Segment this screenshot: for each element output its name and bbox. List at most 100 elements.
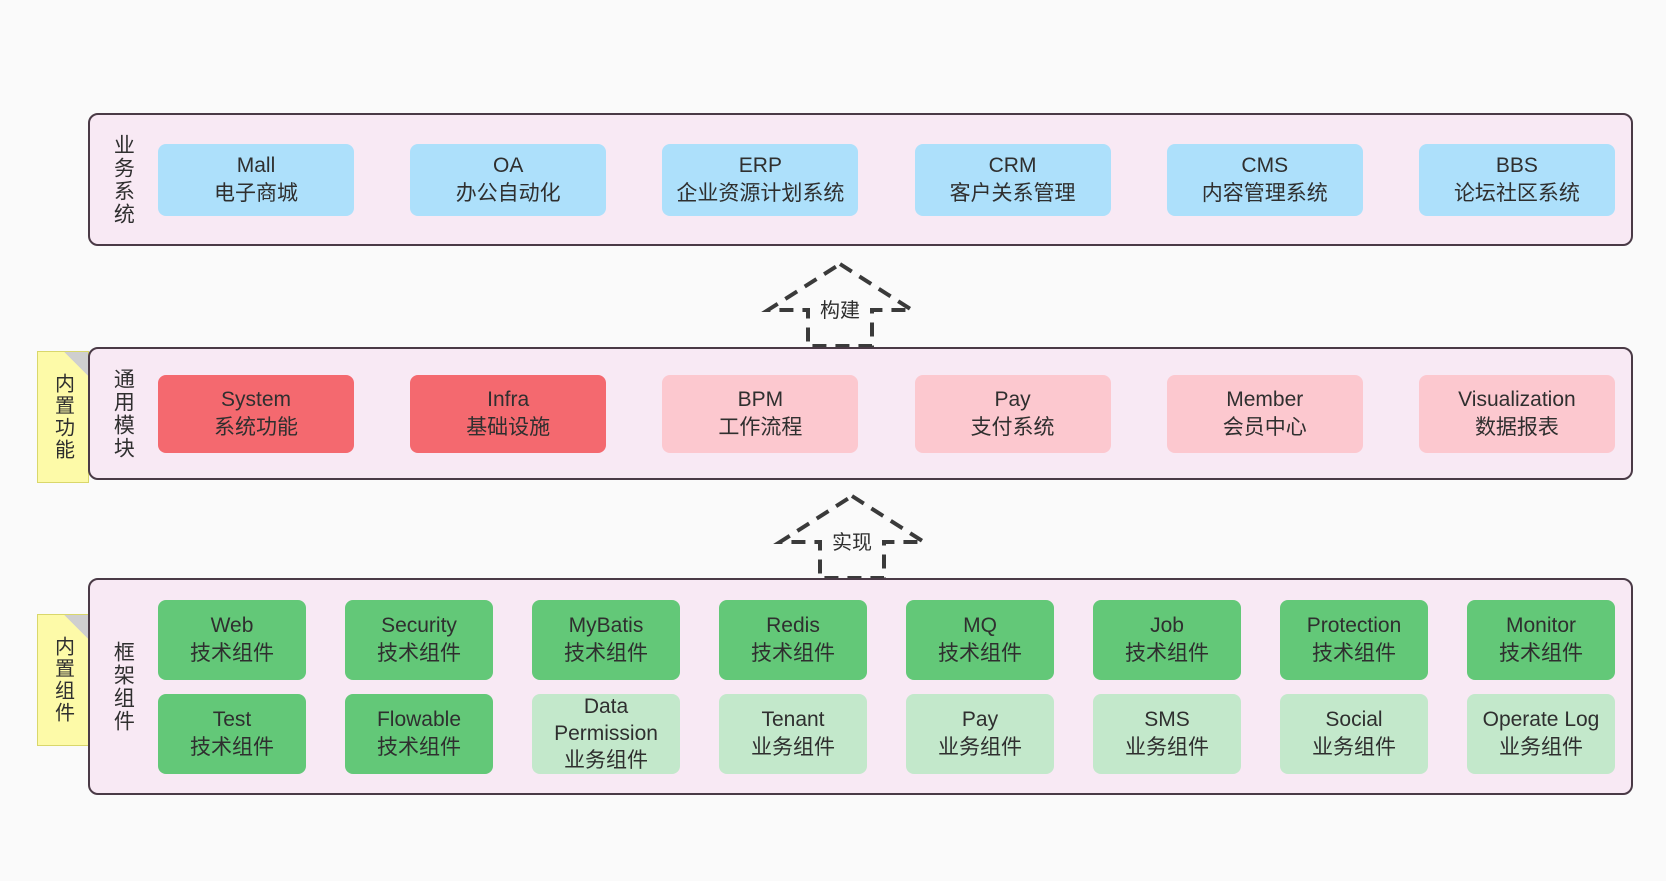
card-title: CMS (1241, 154, 1289, 178)
card-title: System (220, 388, 291, 412)
card-tenant[interactable]: Tenant 业务组件 (719, 693, 867, 774)
note-built-in-functions: 内置功能 (37, 351, 89, 483)
card-subtitle: 技术组件 (377, 735, 461, 759)
note-label: 内置组件 (51, 636, 74, 724)
card-title: Tenant (761, 708, 825, 732)
card-subtitle: 技术组件 (1125, 641, 1209, 665)
card-subtitle: 支付系统 (970, 415, 1055, 439)
card-row: System 系统功能 Infra 基础设施 BPM 工作流程 Pay 支付系统… (158, 374, 1615, 453)
card-mybatis[interactable]: MyBatis 技术组件 (532, 599, 680, 680)
card-title: OA (493, 154, 524, 178)
note-label: 内置功能 (51, 373, 74, 461)
layer-title-business-systems: 业务系统 (111, 133, 135, 226)
card-infra[interactable]: Infra 基础设施 (410, 374, 607, 453)
card-flowable[interactable]: Flowable 技术组件 (345, 693, 493, 774)
card-subtitle: 数据报表 (1474, 415, 1559, 439)
card-title: Social (1325, 708, 1383, 732)
card-erp[interactable]: ERP 企业资源计划系统 (662, 143, 859, 216)
card-subtitle: 技术组件 (1499, 641, 1583, 665)
card-subtitle: 系统功能 (214, 415, 298, 439)
card-title: Flowable (376, 708, 462, 732)
card-title: Redis (766, 614, 820, 638)
card-test[interactable]: Test 技术组件 (158, 693, 306, 774)
card-job[interactable]: Job 技术组件 (1093, 599, 1241, 680)
card-subtitle: 会员中心 (1222, 415, 1307, 439)
card-subtitle: 业务组件 (938, 735, 1022, 759)
layer-framework-components: 框架组件 Web 技术组件 Security 技术组件 MyBatis 技术组件… (88, 578, 1633, 795)
card-sms[interactable]: SMS 业务组件 (1093, 693, 1241, 774)
card-title: Visualization (1458, 388, 1576, 412)
card-mall[interactable]: Mall 电子商城 (158, 143, 354, 216)
card-system[interactable]: System 系统功能 (158, 374, 354, 453)
layer-business-systems: 业务系统 Mall 电子商城 OA 办公自动化 ERP 企业资源计划系统 CRM… (88, 113, 1633, 246)
card-bbs[interactable]: BBS 论坛社区系统 (1418, 143, 1615, 216)
arrow-build-shape (761, 261, 919, 348)
card-title: Infra (487, 388, 530, 412)
card-title: BPM (737, 388, 784, 412)
card-title: Test (212, 708, 252, 732)
card-title: Job (1150, 614, 1184, 638)
card-oa[interactable]: OA 办公自动化 (410, 143, 607, 216)
arrow-build-label: 构建 (820, 300, 860, 322)
card-security[interactable]: Security 技术组件 (345, 599, 493, 680)
card-pay-module[interactable]: Pay 支付系统 (914, 374, 1111, 453)
card-cms[interactable]: CMS 内容管理系统 (1166, 143, 1363, 216)
layer-body-business-systems: Mall 电子商城 OA 办公自动化 ERP 企业资源计划系统 CRM 客户关系… (142, 115, 1631, 244)
card-data-permission[interactable]: Data Permission 业务组件 (532, 693, 680, 774)
card-bpm[interactable]: BPM 工作流程 (662, 374, 859, 453)
layer-title-framework-components: 框架组件 (111, 640, 135, 733)
card-title: SMS (1144, 708, 1190, 732)
card-subtitle: 论坛社区系统 (1453, 181, 1580, 205)
card-monitor[interactable]: Monitor 技术组件 (1467, 599, 1615, 680)
card-title: Mall (236, 154, 276, 178)
card-title: Web (210, 614, 254, 638)
card-mq[interactable]: MQ 技术组件 (906, 599, 1054, 680)
card-social[interactable]: Social 业务组件 (1280, 693, 1428, 774)
card-title: Protection (1306, 614, 1402, 638)
card-subtitle: 企业资源计划系统 (676, 181, 845, 205)
card-crm[interactable]: CRM 客户关系管理 (914, 143, 1111, 216)
arrow-implement-label: 实现 (832, 532, 872, 554)
card-title: BBS (1495, 154, 1538, 178)
card-subtitle: 业务组件 (564, 749, 648, 773)
card-subtitle: 客户关系管理 (949, 181, 1076, 205)
card-operate-log[interactable]: Operate Log 业务组件 (1467, 693, 1615, 774)
card-subtitle: 电子商城 (214, 181, 298, 205)
card-subtitle: 内容管理系统 (1201, 181, 1328, 205)
card-row: Mall 电子商城 OA 办公自动化 ERP 企业资源计划系统 CRM 客户关系… (158, 143, 1615, 216)
card-subtitle: 办公自动化 (455, 181, 561, 205)
card-subtitle: 技术组件 (938, 641, 1022, 665)
card-subtitle: 基础设施 (466, 415, 551, 439)
arrow-implement: 实现 (772, 490, 932, 582)
card-subtitle: 技术组件 (190, 641, 274, 665)
card-redis[interactable]: Redis 技术组件 (719, 599, 867, 680)
card-visualization[interactable]: Visualization 数据报表 (1418, 374, 1615, 453)
card-subtitle: 业务组件 (1312, 735, 1396, 759)
card-title: Pay (994, 388, 1031, 412)
card-subtitle: 业务组件 (751, 735, 835, 759)
card-subtitle: 业务组件 (1499, 735, 1583, 759)
card-subtitle: 业务组件 (1125, 735, 1209, 759)
card-title: MQ (963, 614, 997, 638)
card-title: Operate Log (1482, 708, 1600, 732)
layer-body-framework-components: Web 技术组件 Security 技术组件 MyBatis 技术组件 Redi… (142, 580, 1631, 793)
card-pay-component[interactable]: Pay 业务组件 (906, 693, 1054, 774)
card-title: Data Permission (554, 694, 658, 745)
card-subtitle: 工作流程 (718, 415, 803, 439)
card-member[interactable]: Member 会员中心 (1166, 374, 1363, 453)
layer-body-common-modules: System 系统功能 Infra 基础设施 BPM 工作流程 Pay 支付系统… (142, 349, 1631, 478)
card-subtitle: 技术组件 (190, 735, 274, 759)
card-protection[interactable]: Protection 技术组件 (1280, 599, 1428, 680)
card-subtitle: 技术组件 (1312, 641, 1396, 665)
card-title: MyBatis (568, 614, 644, 638)
card-title: Monitor (1505, 614, 1577, 638)
card-subtitle: 技术组件 (377, 641, 461, 665)
arrow-build: 构建 (760, 258, 920, 350)
card-subtitle: 技术组件 (564, 641, 648, 665)
layer-common-modules: 通用模块 System 系统功能 Infra 基础设施 BPM 工作流程 Pay… (88, 347, 1633, 480)
card-web[interactable]: Web 技术组件 (158, 599, 306, 680)
card-title: ERP (738, 154, 782, 178)
card-title: CRM (988, 154, 1037, 178)
card-title: Security (381, 614, 457, 638)
